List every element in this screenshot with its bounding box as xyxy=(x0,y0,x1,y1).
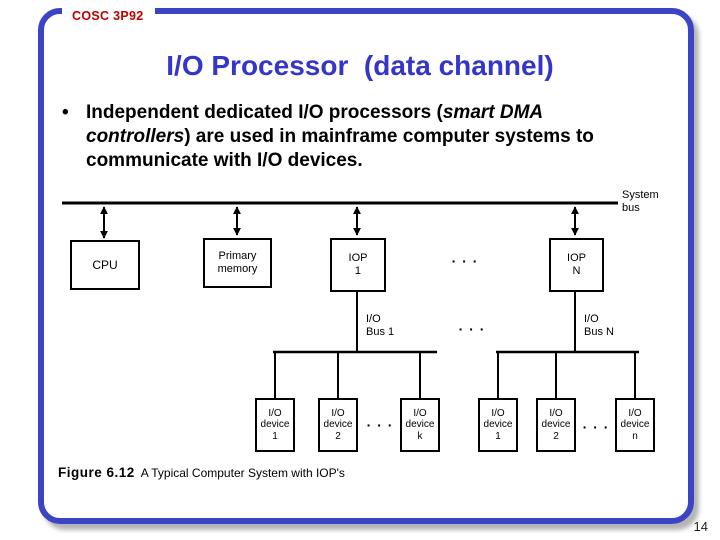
io-device-box: I/O device k xyxy=(400,398,440,452)
iop-n-label: IOP N xyxy=(567,252,586,277)
slide-border xyxy=(38,8,694,524)
primary-memory-label: Primary memory xyxy=(217,250,258,275)
io-device-box: I/O device 1 xyxy=(478,398,518,452)
io-device-label: I/O device 2 xyxy=(541,407,571,442)
io-device-label: I/O device 1 xyxy=(483,407,513,442)
io-device-box: I/O device 1 xyxy=(255,398,295,452)
iop-1-label: IOP 1 xyxy=(348,252,368,277)
figure-caption: Figure 6.12 A Typical Computer System wit… xyxy=(58,464,345,482)
ellipsis-between-buses: · · · xyxy=(458,321,486,337)
bullet-item: • Independent dedicated I/O processors (… xyxy=(62,101,601,173)
io-device-label: I/O device n xyxy=(620,407,650,442)
io-device-label: I/O device 1 xyxy=(260,407,290,442)
bullet-text-normal: Independent dedicated I/O processors ( xyxy=(86,102,443,123)
cpu-label: CPU xyxy=(92,258,118,272)
course-code: COSC 3P92 xyxy=(62,3,156,28)
system-diagram: System bus CPU Primary memory IOP 1 IOP … xyxy=(50,185,675,470)
ellipsis-between-iops: · · · xyxy=(451,253,479,269)
ellipsis-devices-right: · · · xyxy=(582,419,610,435)
page-number: 14 xyxy=(693,519,708,534)
io-bus-1-label: I/O Bus 1 xyxy=(366,313,395,338)
primary-memory-box: Primary memory xyxy=(203,238,272,288)
figure-caption-text: A Typical Computer System with IOP's xyxy=(140,466,345,480)
page-title: I/O Processor (data channel) xyxy=(166,50,554,81)
bullet-text-normal-2: ) are used in mainframe computer systems… xyxy=(86,126,594,171)
bullet-marker: • xyxy=(62,102,69,123)
figure-caption-label: Figure 6.12 xyxy=(58,465,135,480)
io-device-label: I/O device k xyxy=(405,407,435,442)
iop-n-box: IOP N xyxy=(549,238,604,292)
io-bus-n-label: I/O Bus N xyxy=(584,313,614,338)
system-bus-label: System bus xyxy=(622,189,659,214)
bullet-text: Independent dedicated I/O processors (sm… xyxy=(86,101,601,173)
io-device-box: I/O device 2 xyxy=(536,398,576,452)
io-device-box: I/O device n xyxy=(615,398,655,452)
io-device-box: I/O device 2 xyxy=(318,398,358,452)
ellipsis-devices-left: · · · xyxy=(366,417,394,433)
io-device-label: I/O device 2 xyxy=(323,407,353,442)
cpu-box: CPU xyxy=(70,240,140,290)
diagram-lines xyxy=(62,201,639,398)
iop-1-box: IOP 1 xyxy=(330,238,386,292)
bullet-text-italic: smart DMA controllers xyxy=(86,102,543,147)
